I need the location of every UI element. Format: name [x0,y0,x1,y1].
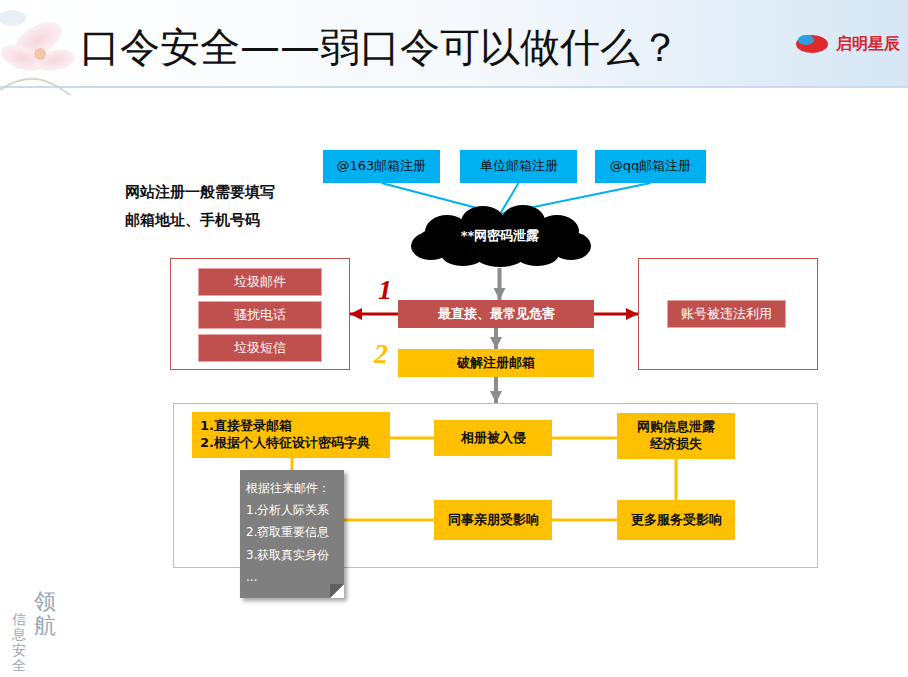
title: 口令安全——弱口令可以做什么？ [80,20,680,75]
harm-group: 账号被违法利用 [638,258,818,370]
connector [675,459,678,500]
connector [552,437,617,440]
node-text: 2.窃取重要信息 [246,521,329,543]
flower-decoration [0,10,76,95]
connector [390,437,434,440]
connector [350,313,398,316]
harm-box: 账号被违法利用 [667,300,786,328]
callout-number: 1 [378,274,392,306]
connector [344,519,434,522]
node-text: ... [246,566,257,588]
node-text: 2.根据个人特征设计密码字典 [200,435,370,452]
watermark: 领航 [34,590,56,638]
title-rule [0,86,908,88]
node-text: @qq邮箱注册 [610,158,692,175]
title-band [0,0,908,86]
node-text: 账号被违法利用 [681,306,772,323]
register-box: @163邮箱注册 [323,150,440,183]
side-note: 网站注册一般需要填写 邮箱地址、手机号码 [125,178,285,234]
node-text: 垃圾短信 [234,340,286,357]
leak-cloud: **网密码泄露 [405,204,595,268]
impact-box: 网购信息泄露 经济损失 [617,413,735,459]
node-text: 垃圾邮件 [234,274,286,291]
harm-box: 骚扰电话 [198,301,322,329]
connector [498,268,502,300]
impact-box: 更多服务受影响 [617,500,735,540]
node-text: 1.直接登录邮箱 [200,418,292,435]
impact-box: 同事亲朋受影响 [434,500,552,540]
harm-box: 垃圾短信 [198,334,322,362]
node-text: 最直接、最常见危害 [438,306,555,323]
node-text: 相册被入侵 [461,430,526,447]
connector [594,313,638,316]
harm-box: 垃圾邮件 [198,268,322,296]
connector [291,458,294,470]
node-text: 3.获取真实身份 [246,544,329,566]
node-text: 1.分析人际关系 [246,499,329,521]
node-text: 更多服务受影响 [631,512,722,529]
connector [494,328,498,349]
harm-group: 垃圾邮件骚扰电话垃圾短信 [170,258,350,370]
node-text: **网密码泄露 [461,228,540,245]
node-text: 网购信息泄露 经济损失 [634,419,718,453]
register-box: 单位邮箱注册 [460,150,577,183]
connector [552,519,617,522]
logo-swoosh [796,35,828,53]
node-text: 根据往来邮件： [246,477,330,499]
node-text: 破解注册邮箱 [457,355,535,372]
impact-box: 相册被入侵 [434,420,552,456]
note-callout: 根据往来邮件：1.分析人际关系2.窃取重要信息3.获取真实身份... [240,470,344,598]
node-text: 骚扰电话 [234,307,286,324]
node-text: 单位邮箱注册 [480,158,558,175]
harm-heading-box: 最直接、最常见危害 [398,300,594,328]
logo-text: 启明星辰 [836,34,900,55]
register-box: @qq邮箱注册 [595,150,706,183]
node-text: 同事亲朋受影响 [448,512,539,529]
callout-number: 2 [374,338,388,370]
node-text: @163邮箱注册 [337,158,427,175]
folded-corner [330,584,344,598]
method-box: 1.直接登录邮箱2.根据个人特征设计密码字典 [192,412,390,458]
watermark: 信息安全 [12,612,26,674]
crack-box: 破解注册邮箱 [398,349,594,377]
connector [494,377,498,403]
